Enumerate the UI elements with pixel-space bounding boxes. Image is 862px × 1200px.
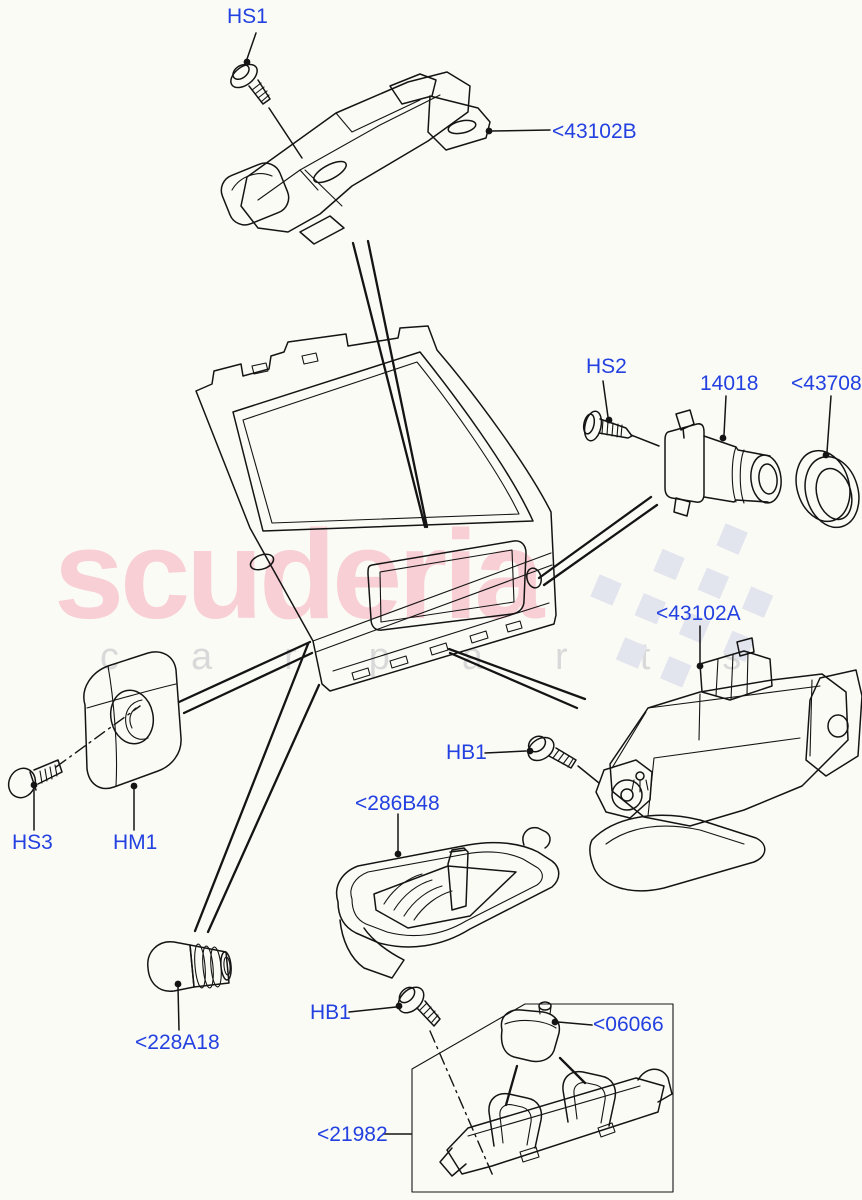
callout-hm1[interactable]: HM1: [113, 831, 158, 854]
screw-hb1-lower: [397, 986, 441, 1027]
callout-hb1-lower[interactable]: HB1: [310, 1001, 351, 1024]
callout-hs3[interactable]: HS3: [12, 831, 53, 854]
screw-hb1-upper: [527, 735, 577, 769]
callout-228a18[interactable]: <228A18: [135, 1031, 220, 1054]
callout-hs2[interactable]: HS2: [586, 355, 627, 378]
callout-43102a[interactable]: <43102A: [656, 602, 741, 625]
callout-06066[interactable]: <06066: [593, 1013, 664, 1036]
tailgate-panel: [195, 325, 557, 692]
leader-lines: [30, 32, 832, 1177]
lock-cylinder-14018: [664, 409, 782, 517]
striker-assembly-21982: [439, 1068, 673, 1177]
checkered-flag-watermark: [590, 523, 774, 688]
latch-assembly-43102a: [589, 637, 862, 892]
bolt-hs3: [7, 759, 63, 799]
plug-228a18: [147, 941, 232, 992]
screw-hs1: [230, 63, 271, 105]
cover-cap-06066: [500, 1001, 561, 1063]
callout-14018[interactable]: 14018: [700, 372, 759, 395]
callout-43102b[interactable]: <43102B: [552, 120, 637, 143]
top-latch-assembly-43102b: [220, 71, 491, 245]
callout-hb1-upper[interactable]: HB1: [446, 741, 487, 764]
striker-kit-box: [411, 1003, 674, 1193]
handle-recess-trim-286b48: [336, 826, 560, 979]
seal-ring-43708: [795, 449, 860, 529]
callout-21982[interactable]: <21982: [317, 1123, 388, 1146]
callout-286b48[interactable]: <286B48: [355, 792, 440, 815]
nut-plate-hm1: [83, 651, 182, 790]
callout-hs1[interactable]: HS1: [227, 5, 268, 28]
callout-43708[interactable]: <43708: [791, 372, 862, 395]
